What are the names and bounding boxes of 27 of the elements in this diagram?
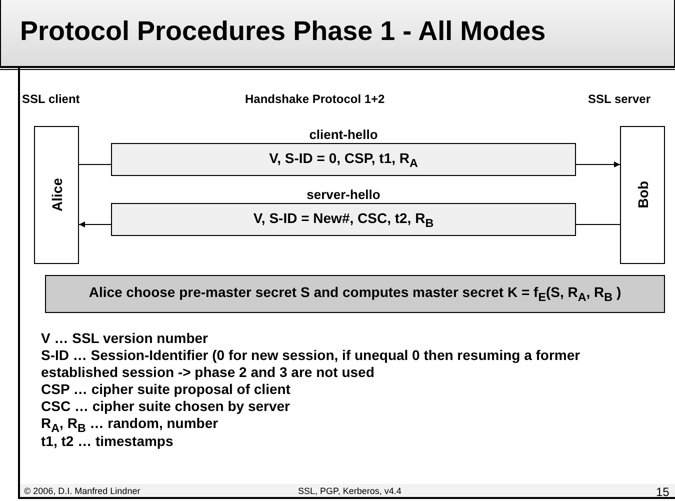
note-text: V … SSL version number <box>41 330 210 347</box>
note-text: CSP … cipher suite proposal of client <box>41 381 292 398</box>
message-name: client-hello <box>309 127 378 143</box>
note-text: R$_{A}$, R$_{B}$ … random, number <box>41 415 220 436</box>
footer-text: SSL, PGP, Kerberos, v4.4 <box>298 486 402 496</box>
computation-text: Alice choose pre-master secret S and computes master secret K = f$_{E}$(S, R$_{A}$, R$_{B}$ ) <box>88 284 622 304</box>
page-number: 15 <box>656 485 670 499</box>
participant-name: Alice <box>48 178 64 212</box>
participant-name: Bob <box>634 181 650 209</box>
computation-box <box>45 275 665 313</box>
copyright-text: © 2006, D.I. Manfred Lindner <box>24 486 140 496</box>
message-text: V, S-ID = New#, CSC, t2, R$_{B}$ <box>253 210 434 230</box>
note-text: CSC … cipher suite chosen by server <box>41 398 291 415</box>
arrow <box>576 161 620 168</box>
column-header: Handshake Protocol 1+2 <box>245 92 385 106</box>
message-name: server-hello <box>306 187 380 203</box>
column-header: SSL server <box>588 92 650 106</box>
note-text: t1, t2 … timestamps <box>41 433 174 450</box>
connector-line <box>78 164 112 165</box>
connector-line <box>576 224 620 225</box>
note-text: S-ID … Session-Identifier (0 for new session, if unequal 0 then resuming a former established session -> phase 2 and 3 are not used <box>41 347 582 381</box>
participant-box <box>620 126 665 264</box>
column-header: SSL client <box>22 92 80 106</box>
message-text: V, S-ID = 0, CSP, t1, R$_{A}$ <box>269 150 418 170</box>
participant-box <box>34 126 79 264</box>
slide-title: Protocol Procedures Phase 1 - All Modes <box>20 16 546 47</box>
arrow <box>78 221 112 228</box>
